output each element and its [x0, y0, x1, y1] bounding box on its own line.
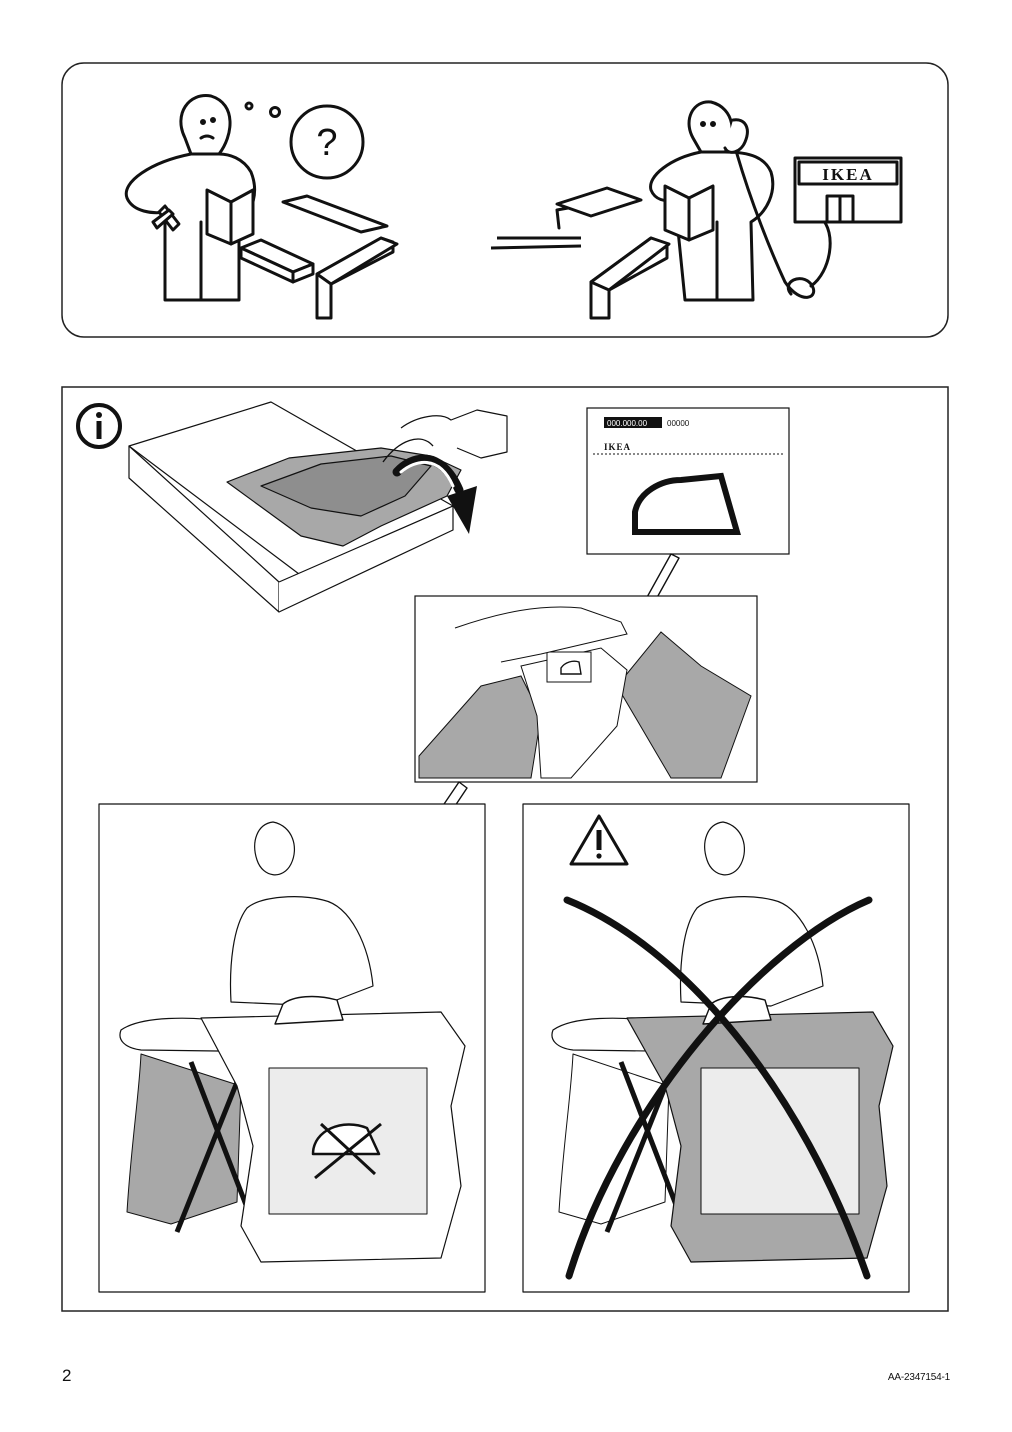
help-panel: ? [61, 62, 949, 338]
page-number: 2 [62, 1366, 72, 1385]
unassembled-parts [239, 194, 399, 320]
label-article-number: 000.000.00 [607, 419, 648, 428]
care-illustration: 000.000.00 00000 IKEA [61, 386, 949, 1312]
question-mark-icon: ? [316, 122, 337, 164]
label-code: 00000 [667, 419, 690, 428]
help-illustration: ? [61, 62, 949, 338]
confused-person-figure [124, 94, 365, 302]
rotate-arrow-icon [392, 454, 477, 534]
care-info-panel: 000.000.00 00000 IKEA [61, 386, 949, 1312]
hands-with-fabric [414, 595, 758, 783]
care-label-callout [586, 407, 790, 555]
info-icon [76, 403, 122, 449]
box-with-cover [128, 401, 508, 613]
label-brand: IKEA [604, 442, 631, 452]
parts-near-caller [490, 186, 671, 320]
store-sign: IKEA [822, 165, 873, 184]
prohibited-cross-icon [563, 896, 873, 1280]
ikea-store-icon [793, 156, 903, 224]
document-code: AA-2347154-1 [887, 1372, 950, 1383]
incorrect-ironing-scene [522, 803, 910, 1293]
correct-ironing-scene [98, 803, 486, 1293]
